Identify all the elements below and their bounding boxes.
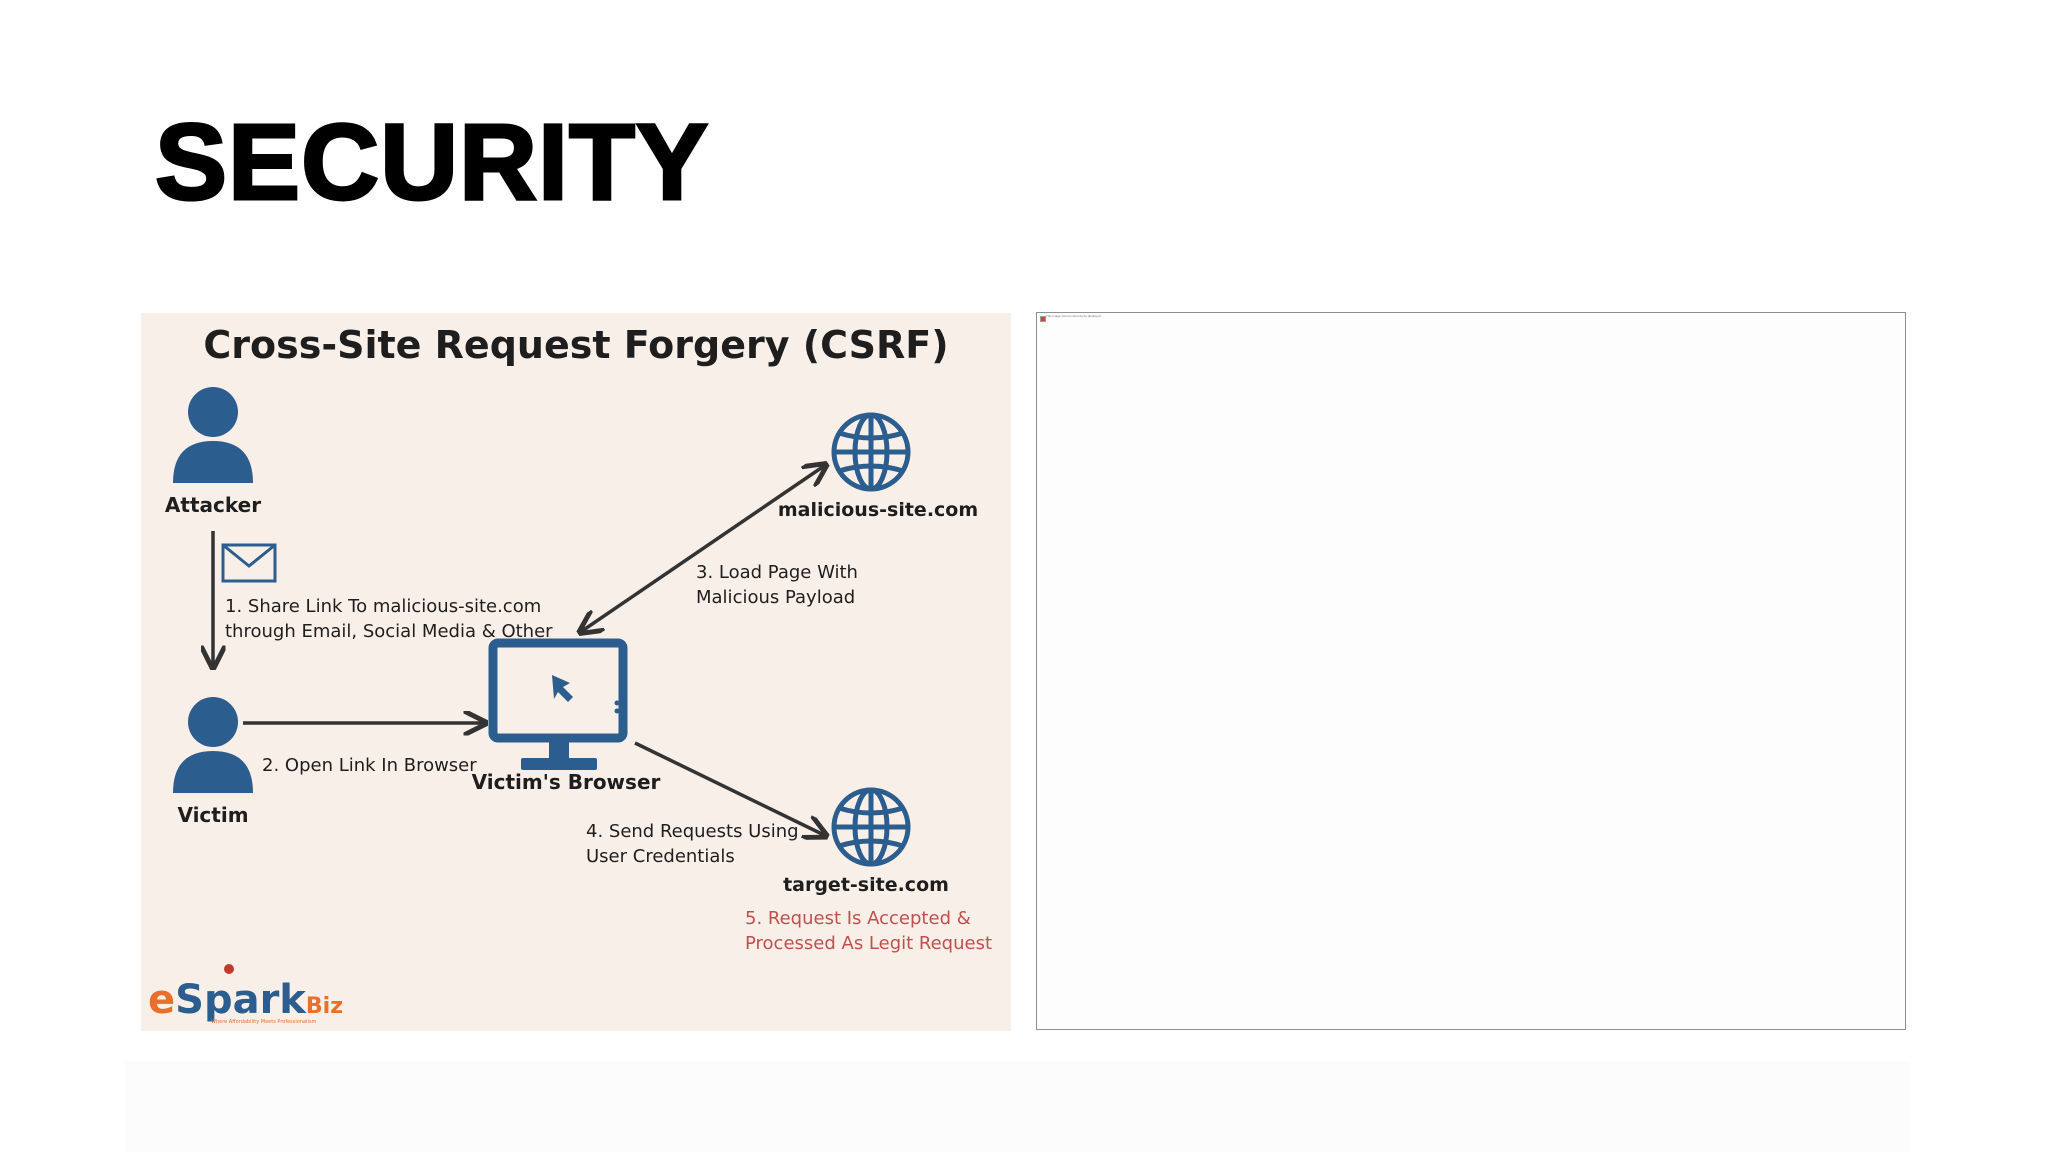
step3-line1: 3. Load Page With <box>696 562 858 583</box>
step4-line2: User Credentials <box>586 846 735 867</box>
target-site-label: target-site.com <box>783 874 949 896</box>
step5-line2: Processed As Legit Request <box>745 933 992 954</box>
step1-line2: through Email, Social Media & Other <box>225 621 553 642</box>
monitor-icon <box>488 638 628 770</box>
step5-line1: 5. Request Is Accepted & <box>745 908 971 929</box>
step1-line1: 1. Share Link To malicious-site.com <box>225 596 541 617</box>
attacker-label: Attacker <box>165 493 261 517</box>
target-site-globe-icon <box>831 787 911 867</box>
envelope-icon <box>221 543 277 583</box>
malicious-site-label: malicious-site.com <box>778 499 978 521</box>
victim-person-icon <box>173 697 253 793</box>
arrow-browser-malicious <box>582 466 824 631</box>
slide-title: SECURITY <box>153 101 710 222</box>
svg-text:Where Affordability Meets Prof: Where Affordability Meets Professionalis… <box>211 1019 316 1025</box>
step4-line1: 4. Send Requests Using <box>586 821 799 842</box>
diagram-title: Cross-Site Request Forgery (CSRF) <box>203 323 948 367</box>
svg-text:eSparkBiz: eSparkBiz <box>148 977 343 1023</box>
attacker-person-icon <box>173 387 253 483</box>
victim-label: Victim <box>177 803 248 827</box>
malicious-site-globe-icon <box>831 412 911 492</box>
csrf-diagram: Cross-Site Request Forgery (CSRF) Attack… <box>141 313 1011 1031</box>
placeholder-caption: This image cannot currently be displayed… <box>1046 314 1102 318</box>
slide-footer-area <box>125 1062 1910 1152</box>
espark-logo: eSparkBiz Where Affordability Meets Prof… <box>148 964 343 1025</box>
step2-label: 2. Open Link In Browser <box>262 755 477 776</box>
step3-line2: Malicious Payload <box>696 587 855 608</box>
placeholder-image-frame: This image cannot currently be displayed… <box>1036 312 1906 1030</box>
arrow-browser-to-target <box>634 741 824 835</box>
broken-image-icon <box>1040 316 1046 322</box>
browser-label: Victim's Browser <box>472 770 661 794</box>
